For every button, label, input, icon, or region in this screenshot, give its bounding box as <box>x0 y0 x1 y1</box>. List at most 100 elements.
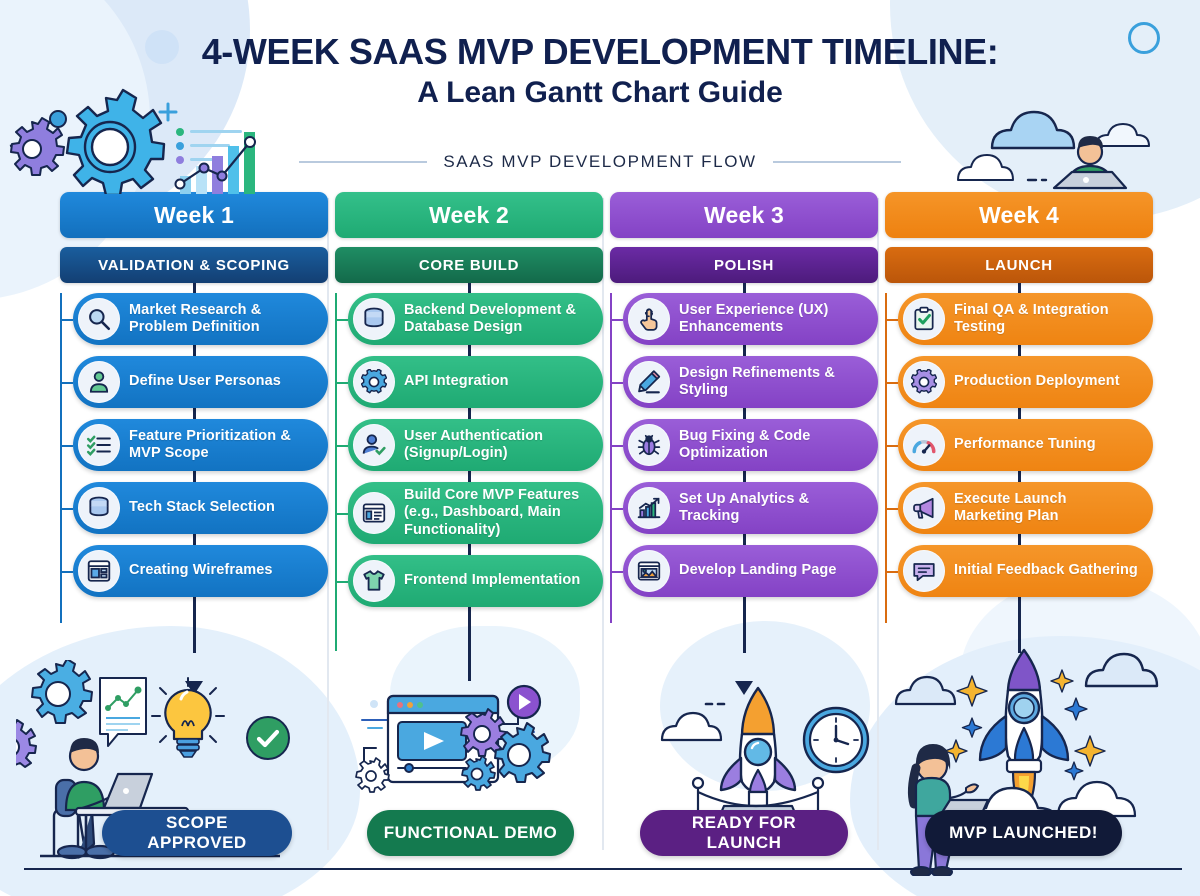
connector-tick <box>60 319 73 321</box>
week-2-track: Backend Development & Database Design AP… <box>335 283 603 723</box>
gear-icon <box>903 361 945 403</box>
week-1-rail <box>60 293 62 623</box>
task-label: Set Up Analytics & Tracking <box>679 490 810 524</box>
connector-tick <box>60 508 73 510</box>
task-card[interactable]: Define User Personas <box>60 356 328 408</box>
task-card[interactable]: Creating Wireframes <box>60 545 328 597</box>
gauge-icon <box>903 424 945 466</box>
milestone-week-1[interactable]: SCOPE APPROVED <box>102 810 292 856</box>
task-card[interactable]: Set Up Analytics & Tracking <box>610 482 878 534</box>
week-3-header[interactable]: Week 3 <box>610 192 878 238</box>
task-card[interactable]: Frontend Implementation <box>335 555 603 608</box>
week-3-task-list: User Experience (UX) Enhancements <box>610 293 878 597</box>
connector-tick <box>885 508 898 510</box>
chat-bubble-icon <box>903 550 945 592</box>
rule-right <box>772 161 901 163</box>
task-label: API Integration <box>404 373 509 390</box>
connector-tick <box>335 581 348 584</box>
connector-tick <box>335 382 348 384</box>
title-line-2: A Lean Gantt Chart Guide <box>417 76 783 110</box>
task-label: Develop Landing Page <box>679 562 837 579</box>
milestone-week-2[interactable]: FUNCTIONAL DEMO <box>367 810 574 856</box>
week-4-rail <box>885 293 887 623</box>
task-label: Design Refinements & Styling <box>679 364 835 398</box>
task-label: Performance Tuning <box>954 436 1096 453</box>
task-card[interactable]: User Authentication (Signup/Login) <box>335 419 603 471</box>
dashboard-icon <box>353 492 395 535</box>
flow-label: SAAS MVP DEVELOPMENT FLOW <box>443 152 757 171</box>
task-card[interactable]: Design Refinements & Styling <box>610 356 878 408</box>
task-card[interactable]: Execute Launch Marketing Plan <box>885 482 1153 534</box>
title-line-1: 4-WEEK SAAS MVP DEVELOPMENT TIMELINE: <box>201 31 999 72</box>
task-card[interactable]: User Experience (UX) Enhancements <box>610 293 878 345</box>
task-card[interactable]: Bug Fixing & Code Optimization <box>610 419 878 471</box>
connector-tick <box>60 382 73 384</box>
task-card[interactable]: Tech Stack Selection <box>60 482 328 534</box>
phase-2-header: CORE BUILD <box>335 247 603 283</box>
connector-tick <box>610 319 623 321</box>
task-label: Frontend Implementation <box>404 572 581 589</box>
column-divider-1 <box>327 198 329 850</box>
task-card[interactable]: Market Research & Problem Definition <box>60 293 328 345</box>
task-label: Market Research & Problem Definition <box>129 301 262 335</box>
milestone-week-4[interactable]: MVP LAUNCHED! <box>925 810 1122 856</box>
baseline-rule <box>24 868 1176 870</box>
week-3-track: User Experience (UX) Enhancements <box>610 283 878 695</box>
task-label: User Authentication (Signup/Login) <box>404 427 544 461</box>
week-4-header[interactable]: Week 4 <box>885 192 1153 238</box>
user-icon <box>78 361 120 403</box>
week-3-rail <box>610 293 612 623</box>
task-label: Execute Launch Marketing Plan <box>954 490 1067 524</box>
task-card[interactable]: Final QA & Integration Testing <box>885 293 1153 345</box>
task-label: Creating Wireframes <box>129 562 273 579</box>
task-label: Define User Personas <box>129 373 281 390</box>
task-card[interactable]: Production Deployment <box>885 356 1153 408</box>
task-card[interactable]: Backend Development & Database Design <box>335 293 603 345</box>
task-label: Backend Development & Database Design <box>404 301 577 335</box>
column-week-3: Week 3 POLISH User Exp <box>610 192 878 695</box>
connector-tick <box>335 513 348 516</box>
task-card[interactable]: Feature Prioritization & MVP Scope <box>60 419 328 471</box>
week-1-header[interactable]: Week 1 <box>60 192 328 238</box>
milestone-week-3[interactable]: READY FOR LAUNCH <box>640 810 848 856</box>
tshirt-icon <box>353 560 395 603</box>
connector-tick <box>885 571 898 573</box>
phase-1-header: VALIDATION & SCOPING <box>60 247 328 283</box>
landing-page-icon <box>628 550 670 592</box>
week-4-track: Final QA & Integration Testing Productio… <box>885 283 1153 695</box>
connector-tick <box>885 382 898 384</box>
rule-left <box>299 161 428 163</box>
connector-tick <box>335 319 348 321</box>
week-1-task-list: Market Research & Problem Definition Def… <box>60 293 328 597</box>
connector-tick <box>610 508 623 510</box>
gears-growth-chart-illustration <box>9 88 256 194</box>
task-label: Initial Feedback Gathering <box>954 562 1138 579</box>
week-2-task-list: Backend Development & Database Design AP… <box>335 293 603 608</box>
task-card[interactable]: Initial Feedback Gathering <box>885 545 1153 597</box>
clipboard-check-icon <box>903 298 945 340</box>
column-week-1: Week 1 VALIDATION & SCOPING Market Rese <box>60 192 328 695</box>
bug-icon <box>628 424 670 466</box>
task-card[interactable]: Performance Tuning <box>885 419 1153 471</box>
checklist-icon <box>78 424 120 466</box>
connector-tick <box>610 445 623 447</box>
task-label: Final QA & Integration Testing <box>954 301 1109 335</box>
database-icon <box>78 487 120 529</box>
connector-tick <box>885 319 898 321</box>
week-4-task-list: Final QA & Integration Testing Productio… <box>885 293 1153 597</box>
column-divider-3 <box>877 198 879 850</box>
task-card[interactable]: API Integration <box>335 356 603 408</box>
flow-subtitle: SAAS MVP DEVELOPMENT FLOW <box>0 152 1200 172</box>
connector-tick <box>60 571 73 573</box>
wireframe-icon <box>78 550 120 592</box>
column-week-4: Week 4 LAUNCH <box>885 192 1153 695</box>
task-card[interactable]: Build Core MVP Features (e.g., Dashboard… <box>335 482 603 545</box>
gear-icon <box>353 361 395 403</box>
analytics-icon <box>628 487 670 529</box>
task-label: Build Core MVP Features (e.g., Dashboard… <box>404 487 580 538</box>
week-2-header[interactable]: Week 2 <box>335 192 603 238</box>
column-divider-2 <box>602 198 604 850</box>
functional-demo-illustration <box>355 684 551 793</box>
task-label: Feature Prioritization & MVP Scope <box>129 427 291 461</box>
task-card[interactable]: Develop Landing Page <box>610 545 878 597</box>
